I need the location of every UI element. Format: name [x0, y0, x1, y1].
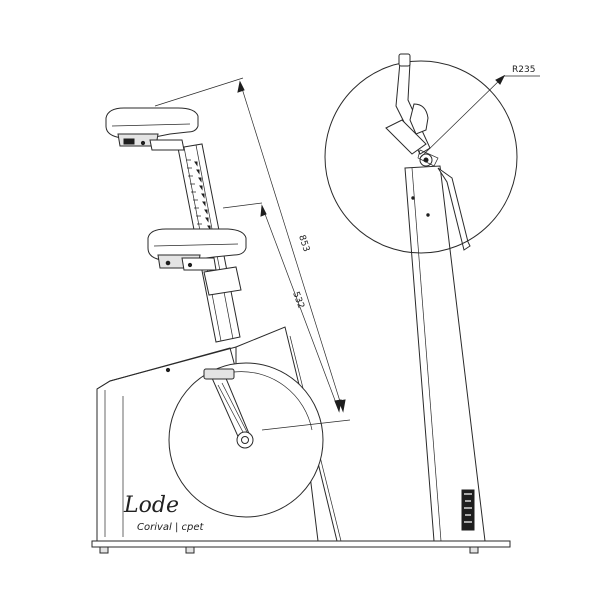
brand-logo: Lode Corival | cpet	[123, 493, 205, 533]
detail-radius-label: R235	[512, 65, 535, 75]
radius-callout	[420, 74, 540, 158]
model-name-text: Corival | cpet	[137, 522, 205, 533]
saddle-low	[147, 228, 247, 271]
side-view-column	[404, 165, 486, 542]
saddle-high	[105, 107, 199, 151]
crank-arm	[203, 368, 254, 449]
dimension-min-height-label: 532	[290, 290, 305, 310]
dimension-max-height-label: 853	[296, 234, 311, 253]
base-plate	[91, 540, 511, 554]
dimension-lines	[154, 77, 351, 431]
lode-logo-text: Lode	[123, 493, 179, 518]
detail-circle	[324, 60, 518, 254]
handlebar	[385, 53, 439, 167]
